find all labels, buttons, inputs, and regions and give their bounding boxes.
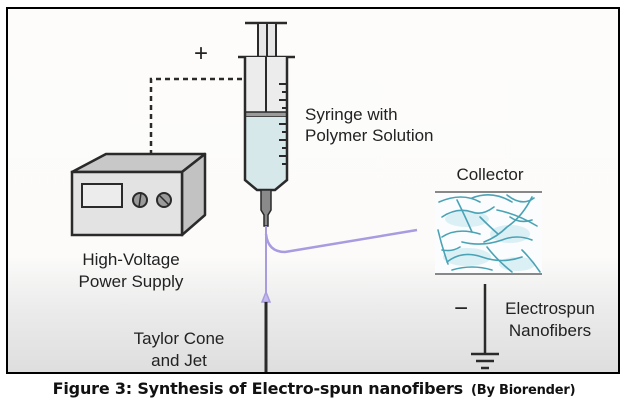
connection-wire (149, 77, 243, 155)
syringe-icon (238, 21, 295, 227)
caption-credit: (By Biorender) (471, 383, 576, 398)
positive-sign: + (194, 40, 208, 67)
label-taylor-cone-line2: and Jet (151, 351, 207, 370)
label-syringe-line2: Polymer Solution (305, 126, 434, 145)
label-nanofibers-line1: Electrospun (505, 299, 595, 318)
label-power-supply-line2: Power Supply (79, 272, 184, 291)
caption-main: Figure 3: Synthesis of Electro-spun nano… (52, 379, 464, 398)
figure-frame: + (6, 7, 620, 374)
figure-caption: Figure 3: Synthesis of Electro-spun nano… (0, 379, 628, 398)
jet-stream (260, 226, 418, 372)
label-nanofibers-line2: Nanofibers (509, 321, 591, 340)
label-power-supply-line1: High-Voltage (82, 250, 179, 269)
label-taylor-cone-line1: Taylor Cone (134, 329, 225, 348)
negative-sign: − (454, 295, 468, 322)
power-supply-icon (70, 152, 207, 237)
label-syringe-line1: Syringe with (305, 105, 398, 124)
electrospinning-diagram: + (70, 21, 595, 372)
label-collector: Collector (456, 165, 523, 184)
ground-icon (471, 284, 499, 370)
collector-icon (435, 191, 542, 275)
